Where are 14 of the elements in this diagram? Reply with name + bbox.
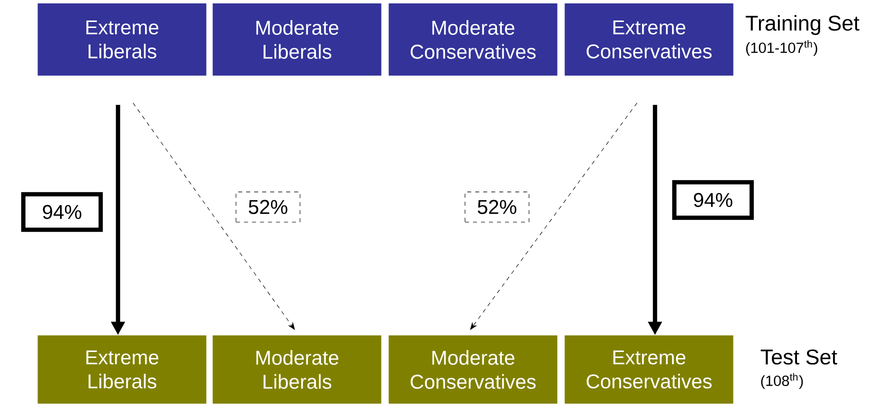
edge-label: 94%: [21, 192, 103, 232]
group-box: Moderate Liberals: [212, 3, 382, 76]
edge-label: 52%: [464, 192, 530, 222]
group-box: Extreme Conservatives: [564, 335, 734, 404]
group-box: Moderate Conservatives: [388, 335, 558, 404]
group-box: Extreme Conservatives: [564, 3, 734, 76]
group-box: Moderate Liberals: [212, 335, 382, 404]
group-box: Extreme Liberals: [38, 335, 206, 404]
edge-label: 52%: [236, 192, 300, 222]
edge-label: 94%: [672, 180, 754, 220]
group-box: Moderate Conservatives: [388, 3, 558, 76]
set-label: (108$^{th}$): [761, 373, 803, 389]
set-label: Test Set: [760, 349, 838, 365]
group-box: Extreme Liberals: [38, 3, 206, 76]
